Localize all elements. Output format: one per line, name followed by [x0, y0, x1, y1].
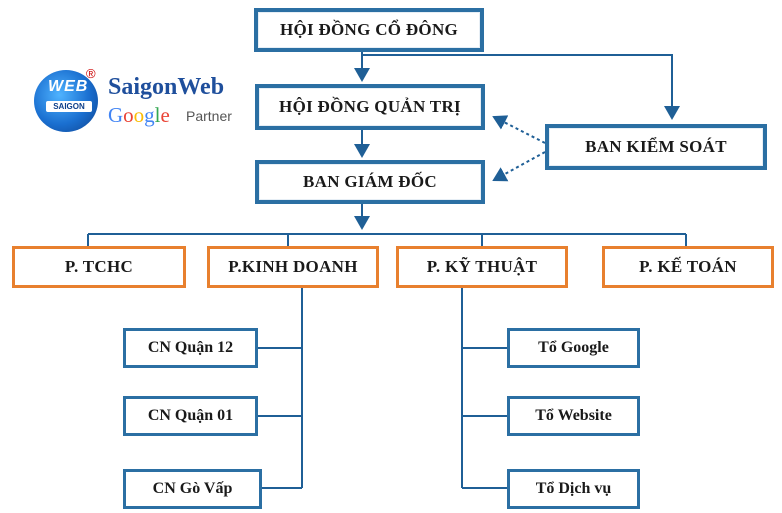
saigonweb-logo: WEB SAIGON ® SaigonWeb Google Partner: [34, 66, 249, 132]
line-shareholders-supervisory: [361, 52, 680, 120]
google-letter: e: [160, 103, 170, 127]
google-wordmark: Google: [108, 103, 170, 128]
line-supervisory-board: [492, 115, 546, 144]
google-letter: l: [154, 103, 161, 127]
team-box: Tổ Website: [507, 396, 640, 436]
team-box: Tổ Google: [507, 328, 640, 368]
logo-name: SaigonWeb: [108, 74, 225, 100]
google-letter: o: [123, 103, 134, 127]
google-letter: g: [144, 103, 155, 127]
shareholders-box: HỘI ĐỒNG CỔ ĐÔNG: [254, 8, 484, 52]
logo-mark-sub: SAIGON: [46, 101, 92, 112]
department-box: P. KỸ THUẬT: [396, 246, 568, 288]
branch-box: CN Quận 01: [123, 396, 258, 436]
logo-mark-text: WEB: [48, 78, 89, 95]
registered-mark: ®: [86, 66, 96, 81]
line-supervisory-management: [492, 151, 546, 182]
branch-box: CN Gò Vấp: [123, 469, 262, 509]
team-box: Tổ Dịch vụ: [507, 469, 640, 509]
board-box: HỘI ĐỒNG QUẢN TRỊ: [255, 84, 485, 130]
google-letter: o: [133, 103, 145, 127]
department-box: P. KẾ TOÁN: [602, 246, 774, 288]
supervisory-box: BAN KIỂM SOÁT: [545, 124, 767, 170]
department-box: P.KINH DOANH: [207, 246, 379, 288]
logo-partner: Partner: [186, 108, 232, 124]
management-box: BAN GIÁM ĐỐC: [255, 160, 485, 204]
google-letter: G: [108, 103, 124, 127]
department-box: P. TCHC: [12, 246, 186, 288]
branch-box: CN Quận 12: [123, 328, 258, 368]
